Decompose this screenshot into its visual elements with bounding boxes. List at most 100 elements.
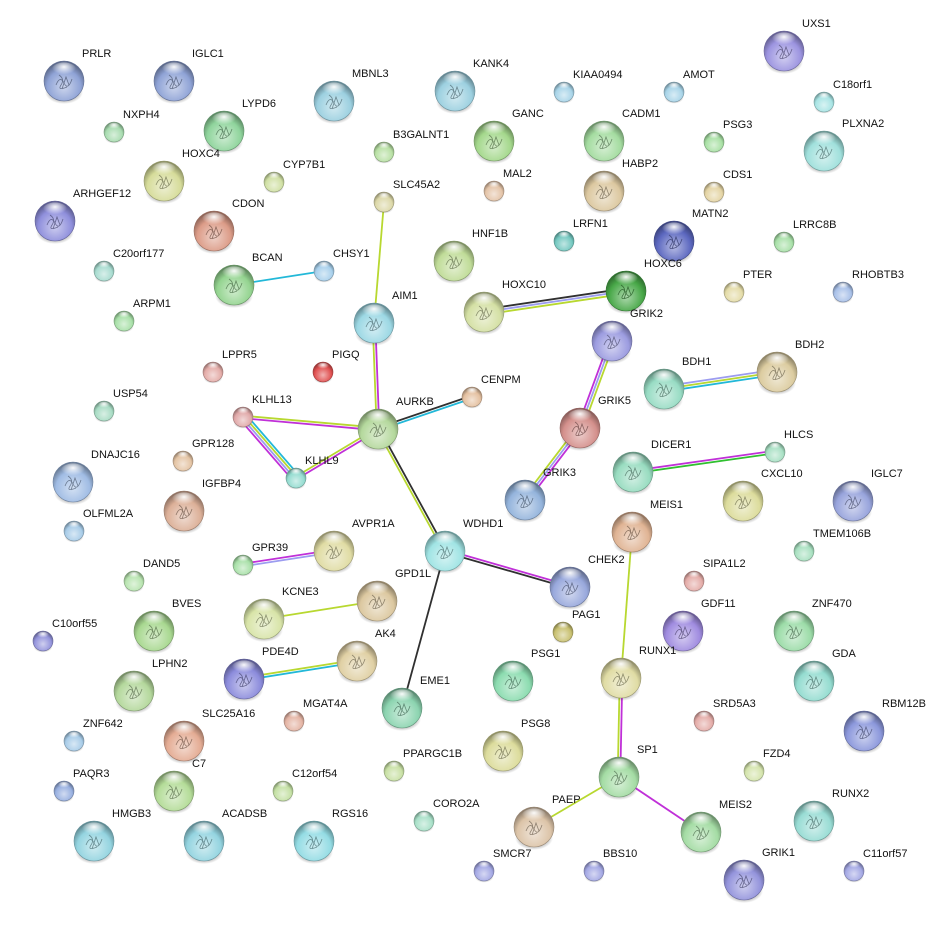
node-olfml2a[interactable]: OLFML2A [63, 508, 134, 543]
node-matn2[interactable]: MATN2 [653, 208, 728, 264]
node-runx2[interactable]: RUNX2 [793, 788, 869, 844]
node-hoxc4[interactable]: HOXC4 [143, 148, 220, 204]
node-ganc[interactable]: GANC [473, 108, 544, 164]
node-ak4[interactable]: AK4 [336, 628, 396, 684]
node-wdhd1[interactable]: WDHD1 [424, 518, 503, 574]
node-arhgef12[interactable]: ARHGEF12 [34, 188, 131, 244]
node-c7[interactable]: C7 [153, 758, 206, 814]
node-habp2[interactable]: HABP2 [583, 158, 658, 214]
node-fzd4[interactable]: FZD4 [743, 748, 791, 783]
node-sipa1l2[interactable]: SIPA1L2 [683, 558, 746, 593]
node-c20orf177[interactable]: C20orf177 [93, 248, 164, 283]
edge-wdhd1-chek2[interactable] [444, 548, 571, 590]
node-hnf1b[interactable]: HNF1B [433, 228, 508, 284]
node-grik1[interactable]: GRIK1 [723, 847, 795, 903]
node-coro2a[interactable]: CORO2A [413, 798, 480, 833]
edge-meis1-runx1[interactable] [620, 531, 633, 679]
node-aim1[interactable]: AIM1 [353, 290, 418, 346]
node-pag1[interactable]: PAG1 [552, 609, 601, 644]
node-iglc7[interactable]: IGLC7 [832, 468, 903, 524]
node-b3galnt1[interactable]: B3GALNT1 [373, 129, 449, 164]
node-gdf11[interactable]: GDF11 [662, 598, 736, 654]
node-arpm1[interactable]: ARPM1 [113, 298, 171, 333]
node-psg3[interactable]: PSG3 [703, 119, 752, 154]
edge-klhl13-klhl9[interactable] [239, 413, 300, 482]
node-kcne3[interactable]: KCNE3 [243, 586, 319, 642]
node-plxna2[interactable]: PLXNA2 [803, 118, 884, 174]
node-pigq[interactable]: PIGQ [312, 349, 360, 384]
node-cds1[interactable]: CDS1 [703, 169, 752, 204]
node-grik2[interactable]: GRIK2 [591, 308, 663, 364]
node-rhobtb3[interactable]: RHOBTB3 [832, 269, 904, 304]
node-c10orf55[interactable]: C10orf55 [32, 618, 97, 653]
node-mbnl3[interactable]: MBNL3 [313, 68, 389, 124]
node-cenpm[interactable]: CENPM [461, 374, 521, 409]
node-pde4d[interactable]: PDE4D [223, 646, 299, 702]
node-slc25a16[interactable]: SLC25A16 [163, 708, 255, 764]
node-cyp7b1[interactable]: CYP7B1 [263, 159, 325, 194]
node-bdh1[interactable]: BDH1 [643, 356, 711, 412]
node-rbm12b[interactable]: RBM12B [843, 698, 926, 754]
node-mal2[interactable]: MAL2 [483, 168, 532, 203]
node-paqr3[interactable]: PAQR3 [53, 768, 109, 803]
node-prlr[interactable]: PRLR [43, 48, 111, 104]
node-iglc1[interactable]: IGLC1 [153, 48, 224, 104]
node-dand5[interactable]: DAND5 [123, 558, 180, 593]
node-klhl9[interactable]: KLHL9 [285, 455, 339, 490]
node-uxs1[interactable]: UXS1 [763, 18, 831, 74]
node-hoxc6[interactable]: HOXC6 [605, 258, 682, 314]
node-bdh2[interactable]: BDH2 [756, 339, 824, 395]
node-sp1[interactable]: SP1 [598, 744, 658, 800]
node-lppr5[interactable]: LPPR5 [202, 349, 257, 384]
node-meis2[interactable]: MEIS2 [680, 799, 752, 855]
node-mgat4a[interactable]: MGAT4A [283, 698, 348, 733]
node-gpr39[interactable]: GPR39 [232, 542, 288, 577]
node-hlcs[interactable]: HLCS [764, 429, 813, 464]
node-bbs10[interactable]: BBS10 [583, 848, 637, 883]
node-paep[interactable]: PAEP [513, 794, 581, 850]
node-hmgb3[interactable]: HMGB3 [73, 808, 151, 864]
node-lypd6[interactable]: LYPD6 [203, 98, 276, 154]
node-grik5[interactable]: GRIK5 [559, 395, 631, 451]
node-dicer1[interactable]: DICER1 [612, 439, 691, 495]
node-c18orf1[interactable]: C18orf1 [813, 79, 872, 114]
node-c12orf54[interactable]: C12orf54 [272, 768, 337, 803]
edge-klhl13-aurkb[interactable] [242, 414, 379, 432]
node-kank4[interactable]: KANK4 [434, 58, 509, 114]
node-usp54[interactable]: USP54 [93, 388, 148, 423]
node-lphn2[interactable]: LPHN2 [113, 658, 187, 714]
node-hoxc10[interactable]: HOXC10 [463, 279, 546, 335]
node-amot[interactable]: AMOT [663, 69, 715, 104]
node-bcan[interactable]: BCAN [213, 252, 283, 308]
node-c11orf57[interactable]: C11orf57 [843, 848, 907, 883]
node-igfbp4[interactable]: IGFBP4 [163, 478, 241, 534]
node-eme1[interactable]: EME1 [381, 675, 450, 731]
node-aurkb[interactable]: AURKB [357, 396, 434, 452]
node-srd5a3[interactable]: SRD5A3 [693, 698, 756, 733]
edge-hoxc10-hoxc6[interactable] [483, 287, 627, 316]
node-lrfn1[interactable]: LRFN1 [553, 218, 608, 253]
node-cdon[interactable]: CDON [193, 198, 264, 254]
node-chek2[interactable]: CHEK2 [549, 554, 625, 610]
node-pter[interactable]: PTER [723, 269, 772, 304]
node-klhl13[interactable]: KLHL13 [232, 394, 292, 429]
node-meis1[interactable]: MEIS1 [611, 499, 683, 555]
node-kiaa0494[interactable]: KIAA0494 [553, 69, 623, 104]
node-runx1[interactable]: RUNX1 [600, 645, 676, 701]
node-psg8[interactable]: PSG8 [482, 718, 550, 774]
node-grik3[interactable]: GRIK3 [504, 467, 576, 523]
node-gpr128[interactable]: GPR128 [172, 438, 234, 473]
node-znf470[interactable]: ZNF470 [773, 598, 852, 654]
node-tmem106b[interactable]: TMEM106B [793, 528, 871, 563]
edge-dicer1-hlcs[interactable] [632, 449, 776, 475]
node-bves[interactable]: BVES [133, 598, 201, 654]
node-ppargc1b[interactable]: PPARGC1B [383, 748, 462, 783]
edge-wdhd1-eme1[interactable] [401, 550, 446, 709]
node-lrrc8b[interactable]: LRRC8B [773, 219, 836, 254]
node-cxcl10[interactable]: CXCL10 [722, 468, 803, 524]
node-cadm1[interactable]: CADM1 [583, 108, 661, 164]
node-gda[interactable]: GDA [793, 648, 857, 704]
node-rgs16[interactable]: RGS16 [293, 808, 368, 864]
node-gpd1l[interactable]: GPD1L [356, 568, 431, 624]
node-slc45a2[interactable]: SLC45A2 [373, 179, 440, 214]
